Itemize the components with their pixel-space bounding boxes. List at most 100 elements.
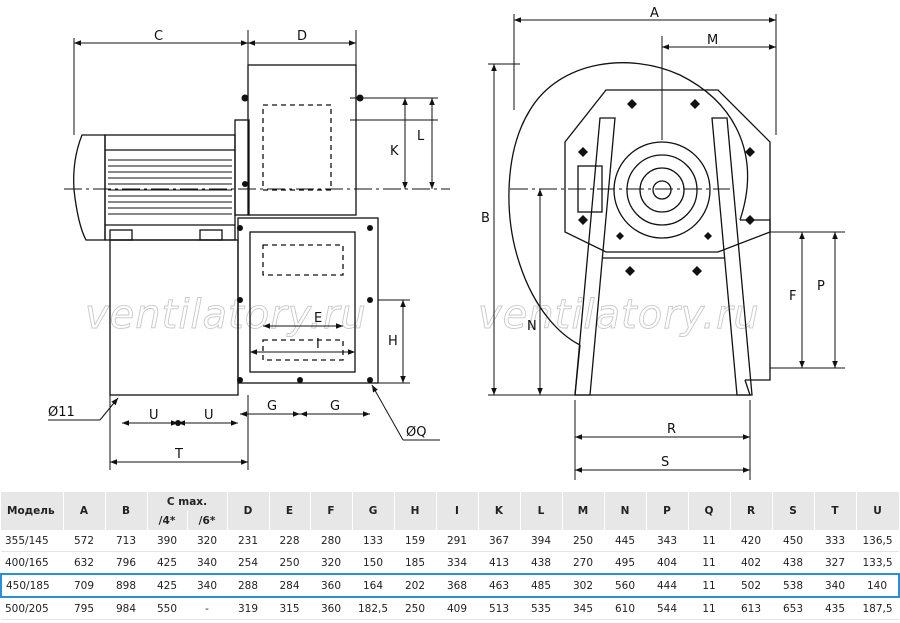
table-cell-L: 485 bbox=[520, 573, 562, 598]
table-cell-T: 333 bbox=[814, 530, 856, 552]
header-C4: /4* bbox=[147, 511, 188, 530]
table-cell-K: 463 bbox=[478, 573, 520, 598]
header-I: I bbox=[436, 492, 479, 530]
table-cell-D: 231 bbox=[227, 530, 269, 552]
subheader-row: /4* /6* bbox=[1, 511, 899, 530]
table-cell-G: 164 bbox=[352, 573, 394, 598]
table-cell-S: 653 bbox=[772, 597, 814, 620]
table-cell-D: 254 bbox=[227, 551, 269, 575]
table-cell-F: 360 bbox=[310, 597, 352, 620]
dimension-lines bbox=[48, 14, 845, 480]
header-U: U bbox=[856, 492, 900, 530]
label-N: N bbox=[527, 319, 537, 334]
table-cell-G: 182,5 bbox=[352, 597, 394, 620]
model-cell: 400/165 bbox=[1, 551, 63, 575]
side-view bbox=[64, 64, 450, 426]
motor bbox=[73, 134, 236, 241]
table-cell-K: 367 bbox=[478, 530, 520, 552]
header-L: L bbox=[520, 492, 563, 530]
table-cell-C4: 550 bbox=[147, 597, 187, 620]
header-A: A bbox=[63, 492, 106, 530]
table-cell-R: 613 bbox=[730, 597, 772, 620]
header-K: K bbox=[478, 492, 521, 530]
label-R: R bbox=[667, 422, 676, 437]
table-cell-U: 187,5 bbox=[856, 597, 899, 620]
table-cell-M: 345 bbox=[562, 597, 604, 620]
dimensions-table: Модель A B C max. D E F G H I K L M N P … bbox=[0, 492, 900, 620]
header-S: S bbox=[772, 492, 815, 530]
dimension-labels: C D A M B N K L F P H E I G G U U T R S … bbox=[48, 6, 825, 470]
table-cell-E: 284 bbox=[269, 573, 310, 598]
table-cell-P: 404 bbox=[646, 551, 688, 575]
model-cell: 500/205 bbox=[1, 597, 63, 620]
motor-stand bbox=[109, 239, 239, 396]
header-R: R bbox=[730, 492, 773, 530]
table-cell-Q: 11 bbox=[688, 573, 730, 598]
header-P: P bbox=[646, 492, 689, 530]
label-B: B bbox=[481, 211, 490, 226]
table-cell-L: 394 bbox=[520, 530, 562, 552]
table-cell-S: 450 bbox=[772, 530, 814, 552]
table-cell-U: 140 bbox=[856, 573, 900, 598]
table-cell-C4: 390 bbox=[147, 530, 187, 552]
table-cell-H: 159 bbox=[394, 530, 436, 552]
label-C: C bbox=[154, 29, 163, 44]
header-N: N bbox=[604, 492, 647, 530]
header-C6: /6* bbox=[187, 511, 228, 530]
table-cell-N: 495 bbox=[604, 551, 646, 575]
table-cell-A: 572 bbox=[63, 530, 105, 552]
table-cell-E: 315 bbox=[269, 597, 310, 620]
table-cell-S: 438 bbox=[772, 551, 814, 575]
table-cell-F: 320 bbox=[310, 551, 352, 575]
label-Q: ØQ bbox=[406, 425, 426, 440]
label-U-2: U bbox=[204, 408, 214, 423]
housing-side bbox=[247, 64, 357, 216]
table-cell-B: 713 bbox=[105, 530, 147, 552]
table-cell-T: 327 bbox=[814, 551, 856, 575]
table-cell-R: 502 bbox=[730, 573, 772, 598]
table-cell-I: 368 bbox=[436, 573, 478, 598]
table-cell-P: 544 bbox=[646, 597, 688, 620]
table-cell-G: 133 bbox=[352, 530, 394, 552]
table-cell-K: 513 bbox=[478, 597, 520, 620]
model-cell: 450/185 bbox=[0, 573, 63, 598]
table-cell-H: 250 bbox=[394, 597, 436, 620]
table-cell-N: 610 bbox=[604, 597, 646, 620]
table-cell-D: 288 bbox=[227, 573, 269, 598]
table-cell-L: 535 bbox=[520, 597, 562, 620]
table-cell-C4: 425 bbox=[147, 551, 187, 575]
header-H: H bbox=[394, 492, 437, 530]
table-cell-G: 150 bbox=[352, 551, 394, 575]
table-cell-P: 343 bbox=[646, 530, 688, 552]
table-cell-B: 796 bbox=[105, 551, 147, 575]
table-cell-P: 444 bbox=[646, 573, 688, 598]
table-cell-F: 360 bbox=[310, 573, 352, 598]
label-F: F bbox=[789, 289, 796, 304]
table-cell-C6: 340 bbox=[187, 551, 227, 575]
table-cell-C6: 320 bbox=[187, 530, 227, 552]
table-cell-M: 270 bbox=[562, 551, 604, 575]
leg-right bbox=[711, 117, 753, 396]
label-M: M bbox=[707, 33, 718, 48]
table-cell-I: 291 bbox=[436, 530, 478, 552]
label-G-2: G bbox=[330, 399, 340, 414]
table-cell-H: 202 bbox=[394, 573, 436, 598]
table-cell-T: 340 bbox=[814, 573, 856, 598]
label-G-1: G bbox=[267, 399, 277, 414]
table-cell-N: 445 bbox=[604, 530, 646, 552]
header-T: T bbox=[814, 492, 857, 530]
table-cell-C6: 340 bbox=[187, 573, 227, 598]
label-P: P bbox=[817, 279, 825, 294]
motor-mount-plate bbox=[564, 89, 771, 253]
label-S: S bbox=[661, 455, 669, 470]
table-cell-U: 133,5 bbox=[856, 551, 899, 575]
table-cell-S: 538 bbox=[772, 573, 814, 598]
table-cell-D: 319 bbox=[227, 597, 269, 620]
table-cell-N: 560 bbox=[604, 573, 646, 598]
table-cell-I: 334 bbox=[436, 551, 478, 575]
label-D: D bbox=[297, 29, 307, 44]
table-cell-A: 632 bbox=[63, 551, 105, 575]
header-C: C max. bbox=[147, 492, 228, 511]
table-cell-L: 438 bbox=[520, 551, 562, 575]
